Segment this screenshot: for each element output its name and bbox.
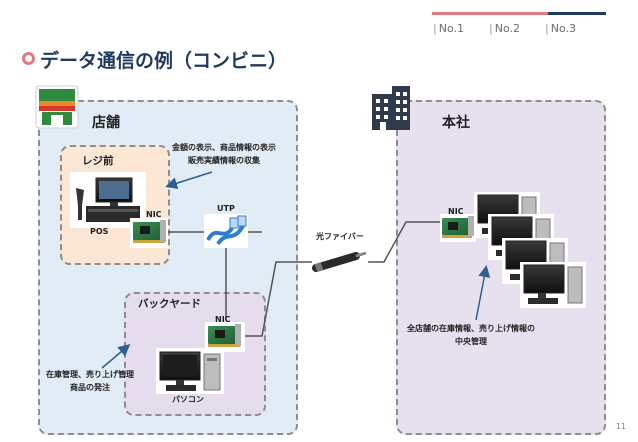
nav-item-no2[interactable]: |No.2	[489, 22, 520, 35]
nav-separator: |	[433, 22, 437, 35]
page-title: データ通信の例（コンビニ）	[40, 50, 288, 72]
hq-label: 本社	[442, 115, 470, 131]
nic-backyard-label: NIC	[215, 315, 231, 324]
nic-card-icon	[130, 218, 168, 248]
nav-label: No.3	[550, 22, 576, 35]
backyard-note-line1: 在庫管理、売り上げ管理	[46, 370, 134, 379]
cable-backyard-fiber	[244, 261, 312, 337]
backyard-label: バックヤード	[138, 298, 201, 310]
hq-note: 全店舗の在庫情報、売り上げ情報の 中央管理	[407, 322, 535, 348]
hq-pc-group	[474, 192, 586, 308]
office-building-icon	[372, 86, 410, 130]
nav-indicator-no3	[548, 12, 606, 15]
register-label: レジ前	[82, 155, 114, 167]
utp-cable-icon	[204, 214, 248, 248]
hq-note-line2: 中央管理	[455, 337, 487, 346]
fiber-label: 光ファイバー	[316, 232, 364, 241]
nav-label: No.2	[494, 22, 520, 35]
nav-indicator-no1	[432, 12, 490, 15]
nav-label: No.1	[438, 22, 464, 35]
backyard-note-line2: 商品の発注	[70, 383, 110, 392]
arrow-backyard-note	[101, 344, 131, 369]
nic-card-icon	[440, 214, 476, 242]
nic-card-icon	[205, 322, 245, 352]
nav-item-no3[interactable]: |No.3	[545, 22, 576, 35]
arrow-hq-note	[475, 265, 491, 321]
title-bullet-icon	[22, 52, 35, 65]
pos-note-line1: 金額の表示、商品情報の表示	[172, 143, 276, 152]
pos-note-line2: 販売実績情報の収集	[188, 156, 260, 165]
cable-fiber-hq	[368, 221, 440, 263]
arrow-icon	[101, 171, 491, 369]
nav-separator: |	[489, 22, 493, 35]
pos-label: POS	[90, 227, 109, 236]
backyard-note: 在庫管理、売り上げ管理 商品の発注	[46, 368, 134, 394]
desktop-pc-icon	[520, 262, 586, 308]
page-number: 11	[615, 422, 626, 431]
hq-note-line1: 全店舗の在庫情報、売り上げ情報の	[407, 324, 535, 333]
fiber-cable-icon	[312, 248, 368, 276]
nic-hq-label: NIC	[448, 207, 464, 216]
store-label: 店舗	[92, 115, 120, 131]
nav-separator: |	[545, 22, 549, 35]
network-cables	[168, 221, 440, 337]
nav-item-no1[interactable]: |No.1	[433, 22, 464, 35]
pc-label: パソコン	[172, 395, 204, 404]
nic-pos-label: NIC	[146, 210, 162, 219]
convenience-store-icon	[35, 85, 79, 129]
arrow-pos-note	[165, 171, 213, 189]
pos-note: 金額の表示、商品情報の表示 販売実績情報の収集	[172, 141, 276, 167]
desktop-pc-icon	[156, 348, 224, 394]
utp-label: UTP	[217, 204, 235, 213]
nav-indicator-no2	[490, 12, 548, 15]
